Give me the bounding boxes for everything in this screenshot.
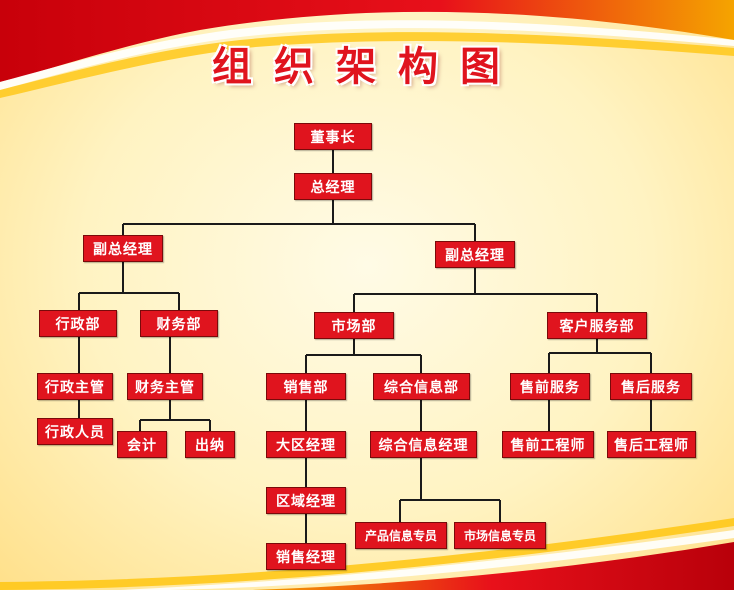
node-product-info-specialist[interactable]: 产品信息专员 (355, 522, 447, 549)
bottom-yellow-stripe (0, 518, 734, 590)
node-admin-staff[interactable]: 行政人员 (37, 418, 113, 445)
node-presales-engineer[interactable]: 售前工程师 (502, 431, 594, 458)
node-info-manager[interactable]: 综合信息经理 (370, 431, 477, 458)
node-finance-dept[interactable]: 财务部 (140, 310, 218, 337)
top-red-swoosh (0, 0, 734, 82)
node-accountant[interactable]: 会计 (117, 431, 167, 458)
node-sales-dept[interactable]: 销售部 (266, 373, 346, 400)
node-area-manager[interactable]: 区域经理 (266, 487, 346, 514)
node-aftersales-service[interactable]: 售后服务 (610, 373, 692, 400)
node-cashier[interactable]: 出纳 (185, 431, 235, 458)
node-regional-manager[interactable]: 大区经理 (266, 431, 346, 458)
node-admin-dept[interactable]: 行政部 (39, 310, 117, 337)
node-sales-manager[interactable]: 销售经理 (266, 543, 346, 570)
node-customer-service-dept[interactable]: 客户服务部 (547, 312, 647, 339)
top-yellow-stripe (0, 32, 734, 98)
node-admin-supervisor[interactable]: 行政主管 (37, 373, 113, 400)
chart-title: 组织架构图 (212, 44, 522, 90)
bottom-red-swoosh (250, 542, 734, 590)
top-white-stripe (0, 20, 734, 90)
node-info-dept[interactable]: 综合信息部 (373, 373, 470, 400)
node-vice-gm-right[interactable]: 副总经理 (435, 241, 515, 268)
node-chairman[interactable]: 董事长 (294, 123, 372, 150)
node-finance-supervisor[interactable]: 财务主管 (127, 373, 203, 400)
node-presales-service[interactable]: 售前服务 (510, 373, 590, 400)
node-general-manager[interactable]: 总经理 (294, 173, 372, 200)
node-market-dept[interactable]: 市场部 (314, 312, 394, 339)
node-market-info-specialist[interactable]: 市场信息专员 (454, 522, 546, 549)
node-aftersales-engineer[interactable]: 售后工程师 (607, 431, 696, 458)
node-vice-gm-left[interactable]: 副总经理 (83, 235, 163, 262)
